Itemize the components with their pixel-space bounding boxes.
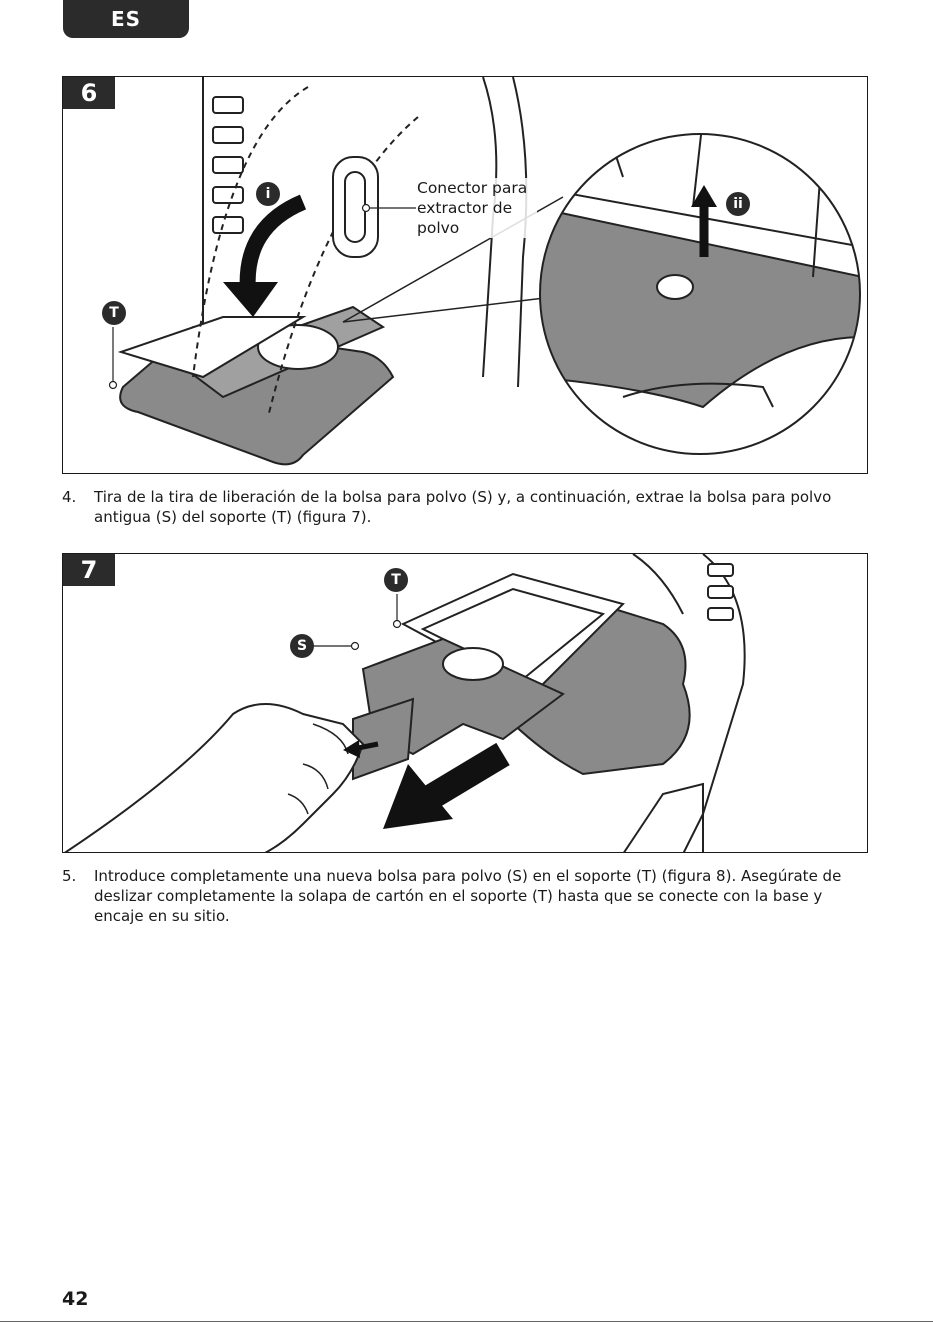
figure-7: 7 T S bbox=[62, 553, 868, 853]
language-tab: ES bbox=[63, 0, 189, 38]
bottom-rule bbox=[0, 1321, 933, 1322]
callout-s: S bbox=[290, 634, 314, 658]
figure-number: 7 bbox=[63, 554, 115, 586]
step-text: Introduce completamente una nueva bolsa … bbox=[94, 867, 842, 925]
callout-ii: ii bbox=[726, 192, 750, 216]
figure-number: 6 bbox=[63, 77, 115, 109]
figure-6-illustration bbox=[108, 77, 861, 466]
figure-7-illustration bbox=[64, 554, 746, 852]
step-number: 4. bbox=[62, 488, 77, 506]
figure-6: 6 bbox=[62, 76, 868, 474]
connector-label: Conector para extractor de polvo bbox=[417, 178, 537, 238]
step-number: 5. bbox=[62, 867, 77, 885]
callout-t: T bbox=[102, 301, 126, 325]
callout-t: T bbox=[384, 568, 408, 592]
callout-i: i bbox=[256, 182, 280, 206]
step-5: 5. Introduce completamente una nueva bol… bbox=[62, 866, 872, 926]
step-4: 4. Tira de la tira de liberación de la b… bbox=[62, 487, 872, 527]
step-text: Tira de la tira de liberación de la bols… bbox=[94, 488, 832, 526]
page-number: 42 bbox=[62, 1288, 89, 1310]
